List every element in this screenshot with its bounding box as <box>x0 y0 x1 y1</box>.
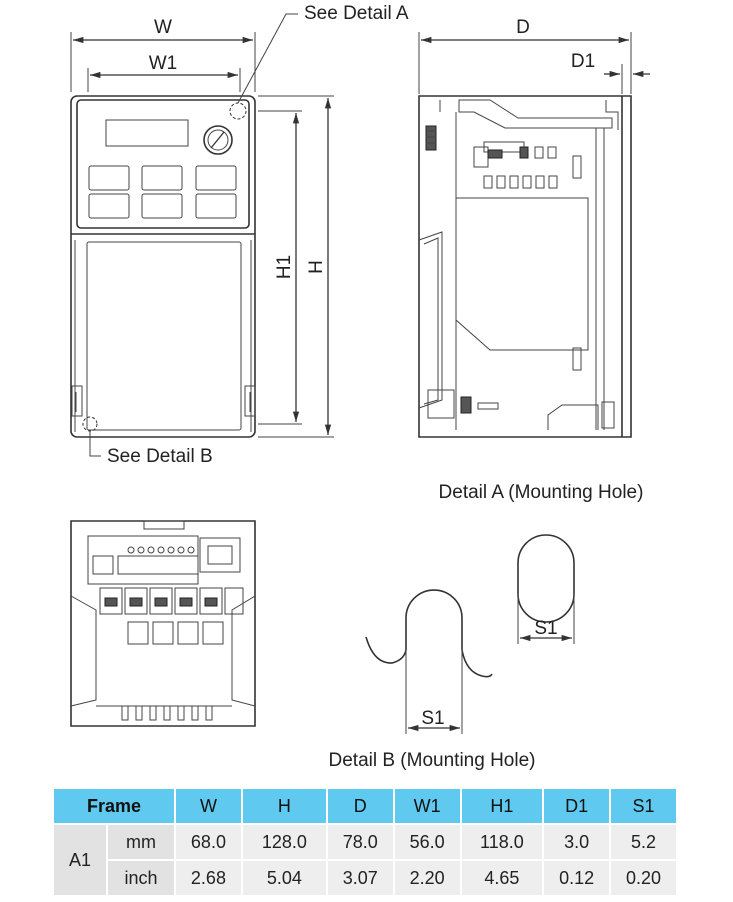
detail-b-drawing <box>365 589 493 734</box>
header-w1: W1 <box>392 787 462 825</box>
detail-a-slot <box>517 534 575 623</box>
side-view <box>418 32 650 438</box>
value-cell: 2.20 <box>392 859 462 897</box>
frame-cell: A1 <box>52 823 108 897</box>
value-cell: 3.0 <box>542 823 612 861</box>
terminal-screws <box>92 546 199 575</box>
header-w: W <box>174 787 243 825</box>
see-detail-b-label: See Detail B <box>107 446 213 467</box>
detail-a-s1-label: S1 <box>534 618 557 639</box>
mounting-hole-top <box>229 102 247 120</box>
header-d: D <box>325 787 395 825</box>
knob-icon <box>203 125 233 155</box>
keypad-panel <box>76 99 250 229</box>
keypad-buttons <box>88 165 237 219</box>
bottom-view <box>70 520 256 727</box>
d-label: D <box>516 17 530 38</box>
detail-b-s1-label: S1 <box>421 708 444 729</box>
value-cell: 128.0 <box>240 823 328 861</box>
value-cell: 5.2 <box>609 823 678 861</box>
rj45-port-icon <box>199 537 241 573</box>
table-row: A1 mm 68.0 128.0 78.0 56.0 118.0 3.0 5.2 <box>52 823 678 897</box>
terminal-cover <box>86 241 242 431</box>
indicator-squares <box>483 146 558 189</box>
drive-front-body <box>70 95 256 438</box>
see-detail-a-label: See Detail A <box>304 3 409 24</box>
connector-icon <box>425 125 437 151</box>
value-cell: 0.12 <box>542 859 612 897</box>
unit-cell: mm <box>106 823 176 861</box>
header-s1: S1 <box>609 787 678 825</box>
w1-label: W1 <box>149 53 178 74</box>
value-cell: 0.20 <box>609 859 678 897</box>
w-label: W <box>154 17 172 38</box>
value-cell: 78.0 <box>325 823 395 861</box>
unit-cell: inch <box>106 859 176 897</box>
value-cell: 4.65 <box>459 859 545 897</box>
table-header-row: Frame W H D W1 H1 D1 S1 <box>52 787 678 825</box>
detail-b-slot <box>405 589 463 650</box>
d1-label: D1 <box>571 51 595 72</box>
detail-b-leader <box>89 431 101 457</box>
heat-sink-fins <box>96 705 232 721</box>
drive-side-body <box>418 95 632 438</box>
detail-b-title: Detail B (Mounting Hole) <box>329 750 536 771</box>
display-window <box>105 119 189 147</box>
mounting-hole-bottom <box>82 416 98 432</box>
drive-bottom-body <box>70 520 256 727</box>
rating-label-plate <box>455 197 589 351</box>
header-h: H <box>240 787 328 825</box>
value-cell: 5.04 <box>240 859 328 897</box>
h1-label: H1 <box>274 255 295 279</box>
value-cell: 118.0 <box>459 823 545 861</box>
h-label: H <box>306 260 327 274</box>
header-h1: H1 <box>459 787 545 825</box>
table-row: inch 2.68 5.04 3.07 2.20 4.65 0.12 0.20 <box>53 859 678 897</box>
detail-a-leader <box>237 13 298 104</box>
value-cell: 68.0 <box>174 823 243 861</box>
dimension-table: Frame W H D W1 H1 D1 S1 A1 mm 68.0 128.0… <box>52 787 678 897</box>
value-cell: 3.07 <box>325 859 395 897</box>
detail-a-title: Detail A (Mounting Hole) <box>439 482 644 503</box>
front-view <box>70 13 334 457</box>
value-cell: 56.0 <box>392 823 462 861</box>
power-terminals <box>99 587 244 645</box>
header-d1: D1 <box>542 787 612 825</box>
header-frame: Frame <box>52 787 176 825</box>
value-cell: 2.68 <box>174 859 243 897</box>
detail-a-drawing <box>517 534 575 644</box>
